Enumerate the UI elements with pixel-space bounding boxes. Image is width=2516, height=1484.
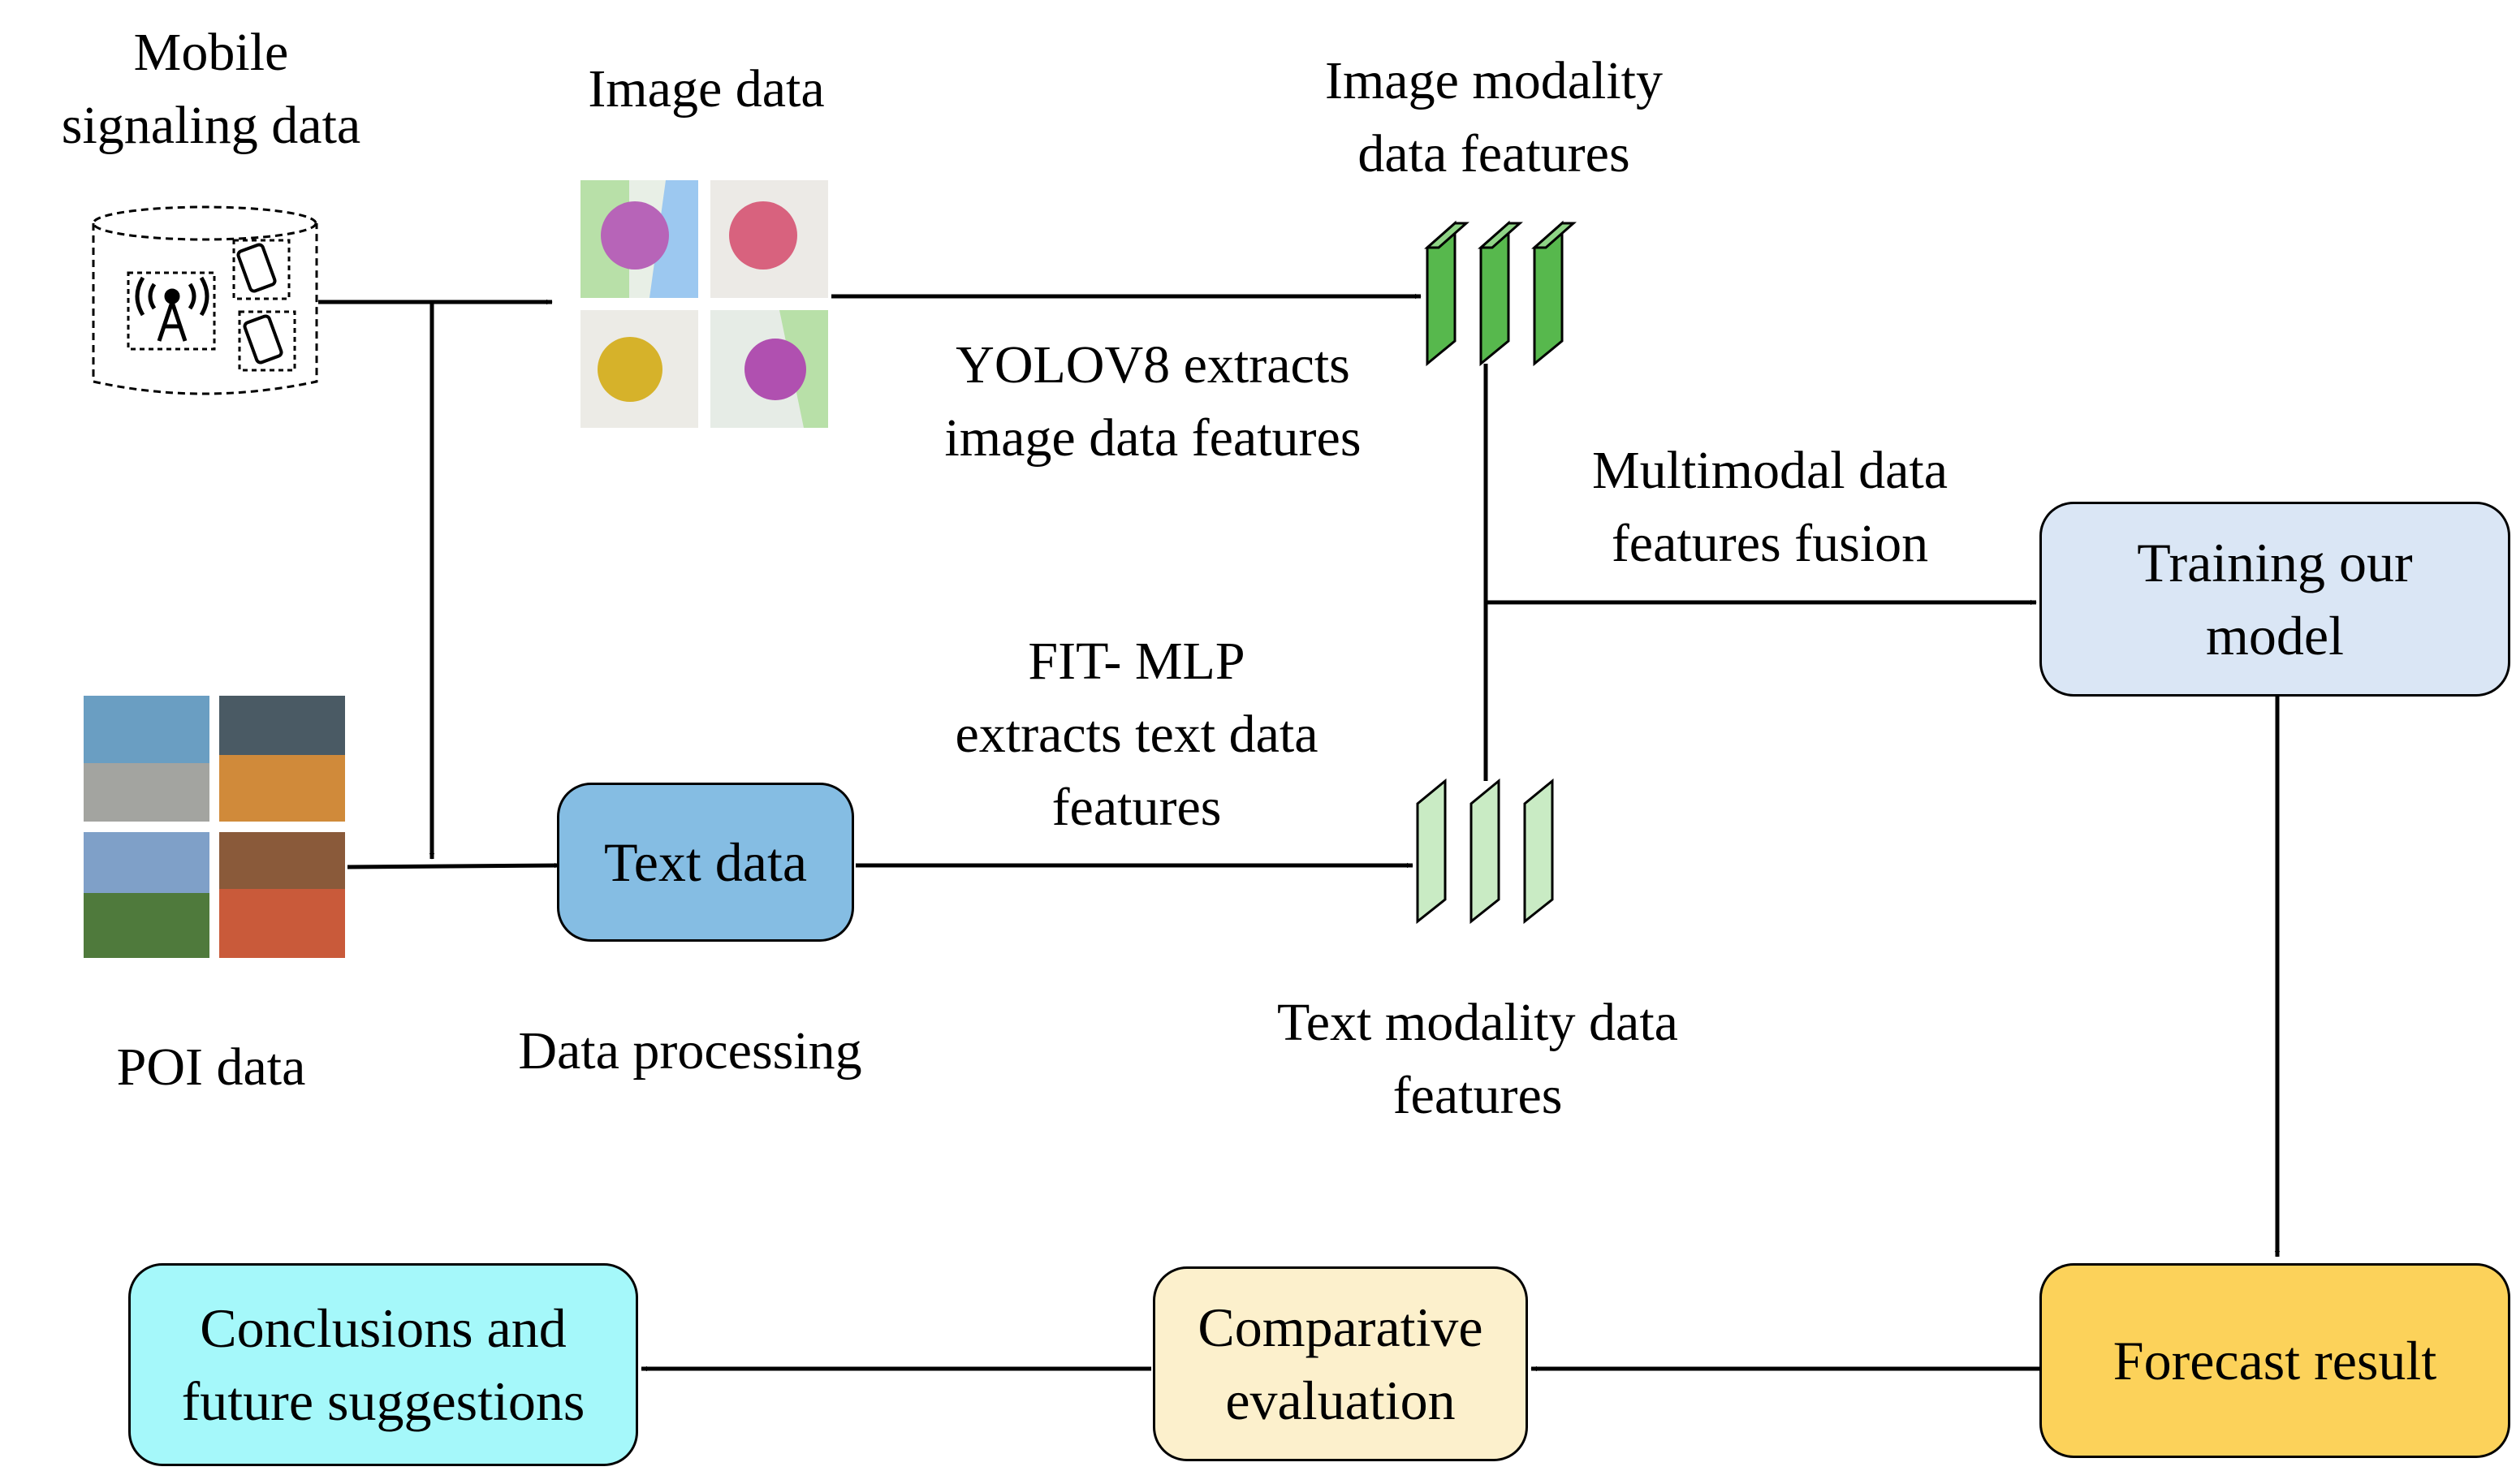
antenna-icon [135,276,209,342]
yolo-line2: image data features [944,408,1362,468]
image-modality-label: Image modality data features [1267,45,1721,191]
fit-mlp-line1: FIT- MLP [1028,632,1245,691]
text-data-box-label: Text data [603,831,808,893]
fit-mlp-line2: extracts text data [955,705,1318,764]
multimodal-line1: Multimodal data [1591,441,1948,500]
poi-photos [84,696,345,958]
image-modality-line1: Image modality [1324,51,1664,110]
data-processing-label: Data processing [518,1021,862,1081]
text-feature-block-1 [1416,778,1447,925]
connectors [318,293,2281,1372]
text-modality-label: Text modality data features [1234,986,1721,1132]
text-feature-blocks [1416,778,1554,925]
mobile-signaling-label: Mobile signaling data [32,16,390,162]
comparative-box: Comparative evaluation [1153,1266,1528,1461]
yolo-label: YOLOV8 extracts image data features [885,329,1421,475]
conclusions-box: Conclusions and future suggestions [128,1263,638,1466]
text-data-box: Text data [557,783,854,942]
conclusions-box-line1: Conclusions and [200,1297,567,1359]
conclusions-box-line2: future suggestions [181,1370,585,1432]
image-data-thumbnails [580,180,828,428]
text-modality-line2: features [1392,1066,1563,1125]
training-box-line1: Training our [2137,532,2413,593]
poi-data-label: POI data [116,1038,306,1097]
comparative-box-line1: Comparative [1198,1296,1483,1358]
training-box: Training our model [2039,502,2510,697]
text-feature-block-3 [1523,778,1554,925]
text-modality-line1: Text modality data [1277,993,1678,1052]
multimodal-line2: features fusion [1611,514,1929,573]
image-feature-blocks [1424,220,1577,367]
comparative-box-line2: evaluation [1225,1370,1456,1431]
text-feature-block-2 [1469,778,1500,925]
forecast-box-label: Forecast result [2112,1330,2437,1391]
fit-mlp-label: FIT- MLP extracts text data features [893,625,1380,844]
forecast-box: Forecast result [2039,1263,2510,1458]
yolo-line1: YOLOV8 extracts [956,335,1350,395]
image-data-label: Image data [588,59,825,119]
database-icon [92,205,318,395]
mobile-signaling-line1: Mobile [133,23,289,82]
fit-mlp-line3: features [1051,778,1222,837]
phone-icon [236,243,283,365]
multimodal-label: Multimodal data features fusion [1526,434,2013,580]
mobile-signaling-line2: signaling data [61,96,361,155]
training-box-line2: model [2206,605,2344,667]
image-modality-line2: data features [1357,124,1630,183]
